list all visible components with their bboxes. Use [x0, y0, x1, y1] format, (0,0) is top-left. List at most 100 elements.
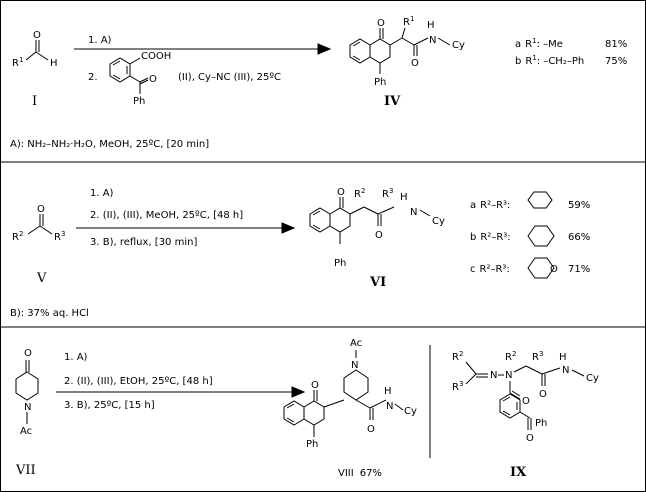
ketone-reactant: R2 O R3 V: [12, 204, 65, 286]
bond: [25, 51, 37, 61]
r3-text: R: [452, 382, 459, 393]
compound-label-IX: IX: [510, 465, 527, 480]
amide-n: N: [562, 365, 569, 376]
ph-group: Ph: [133, 96, 145, 107]
aldehyde-reactant: R1 O H I: [12, 30, 58, 109]
svg-text:R2: R2: [452, 350, 463, 363]
variant-sup: 1: [532, 37, 536, 45]
variant-group: : –CH₂–Ph: [537, 56, 584, 67]
cy-group: Cy: [452, 40, 465, 51]
piperidine-ring: [15, 371, 39, 401]
amide-n-core: N: [505, 370, 512, 381]
r1-sup: 1: [19, 56, 23, 64]
product-VI-structure: O Ph R2 R3 O H N Cy: [309, 187, 445, 269]
variant-group: : –Me: [537, 39, 563, 50]
svg-text:aR1: –Me: aR1: –Me: [515, 37, 563, 50]
imine-n: N: [490, 370, 497, 381]
scheme-1: R1 O H I 1. A) 2. COOH O Ph: [12, 15, 627, 109]
condition-A-note: A): NH₂–NH₂·H₂O, MeOH, 25ºC, [20 min]: [10, 139, 209, 150]
variant-yield: 71%: [568, 264, 590, 275]
compound-label-VII: VII: [15, 463, 36, 478]
ring-n: N: [24, 402, 31, 413]
cooh-group: COOH: [141, 51, 171, 62]
scheme1-step1: 1. A): [88, 35, 112, 46]
benzo-ring: [349, 38, 371, 64]
compound-label-VI: VI: [369, 275, 386, 290]
bond: [35, 51, 49, 61]
r2-text: R: [505, 352, 512, 363]
ring-n: N: [351, 360, 358, 371]
ac-group: Ac: [350, 338, 362, 349]
r2-sup: 2: [19, 230, 23, 238]
svg-text:R2: R2: [354, 187, 365, 200]
variant-yield: 66%: [568, 232, 590, 243]
amide-o: O: [367, 424, 375, 435]
amide-h: H: [559, 352, 567, 363]
r3-sup: 3: [389, 187, 393, 195]
scheme3-step3: 3. B), 25ºC, [15 h]: [64, 400, 155, 411]
r2-sup: 2: [512, 350, 516, 358]
scheme3-step1: 1. A): [64, 352, 88, 363]
arrowhead: [317, 43, 332, 55]
ketone-o: O: [24, 348, 32, 359]
r2-sup: 2: [361, 187, 365, 195]
scheme-3: O N Ac VII 1. A) 2. (II), (III), EtOH, 2…: [15, 338, 599, 480]
variant-letter: b: [470, 232, 476, 243]
r2-text: R: [12, 232, 19, 243]
amide-h: H: [400, 192, 408, 203]
amide-n: N: [429, 35, 436, 46]
variant-label: R²–R³:: [480, 200, 510, 211]
svg-text:aR²–R³:: a R²–R³:: [470, 200, 510, 211]
piperidone-reactant: O N Ac VII: [15, 348, 39, 478]
amide-h: H: [427, 20, 435, 31]
scheme-2: R2 O R3 V 1. A) 2. (II), (III), MeOH, 25…: [12, 187, 590, 290]
ph-group: Ph: [374, 77, 386, 88]
variant-yield: 75%: [605, 56, 627, 67]
ring-o: O: [550, 264, 558, 275]
carbonyl-o: O: [337, 187, 345, 198]
cyclopentane-icon: [527, 191, 553, 209]
product-VIII-structure: Ac N O Ph O H N Cy: [283, 338, 417, 450]
svg-text:R1: R1: [403, 15, 414, 28]
svg-text:R2: R2: [12, 230, 23, 243]
r1-text: R: [403, 17, 410, 28]
r3-text: R: [54, 232, 61, 243]
arrowhead: [281, 222, 296, 234]
scheme1-step2-num: 2.: [88, 72, 98, 83]
r3-sup: 3: [539, 350, 543, 358]
condition-B-note: B): 37% aq. HCl: [10, 308, 89, 319]
svg-text:R3: R3: [382, 187, 393, 200]
svg-text:R2: R2: [505, 350, 516, 363]
benzoyl-o: O: [522, 396, 530, 407]
r3-text: R: [532, 352, 539, 363]
svg-text:cR²–R³:: cR²–R³:: [470, 264, 510, 275]
svg-text:R3: R3: [532, 350, 543, 363]
scheme2-step1: 1. A): [90, 188, 114, 199]
amide-o: O: [411, 58, 419, 69]
variant-letter: a: [515, 39, 521, 50]
variant-letter: a: [470, 200, 476, 211]
carbonyl-o: O: [377, 18, 385, 29]
scheme2-step3: 3. B), reflux, [30 min]: [90, 237, 197, 248]
svg-text:R1: R1: [12, 56, 23, 69]
r2-text: R: [452, 352, 459, 363]
cy-group: Cy: [586, 373, 599, 384]
variant-label: R²–R³:: [480, 264, 510, 275]
aldehyde-h: H: [50, 58, 58, 69]
compound-label-IV: IV: [384, 94, 401, 109]
product-IV-structure: O Ph R1 O H N Cy: [349, 15, 465, 88]
ac-group: Ac: [20, 426, 32, 437]
scheme2-step2: 2. (II), (III), MeOH, 25ºC, [48 h]: [90, 210, 243, 221]
svg-text:bR1: –CH₂–Ph: bR1: –CH₂–Ph: [515, 54, 584, 67]
compound-label-I: I: [32, 94, 37, 109]
ketone-o: O: [526, 433, 534, 444]
ketone-o: O: [149, 74, 157, 85]
cy-group: Cy: [404, 406, 417, 417]
reagent-II-structure: COOH O Ph: [109, 51, 171, 107]
scheme1-step2-conditions: (II), Cy–NC (III), 25ºC: [178, 72, 281, 83]
aldehyde-o: O: [33, 30, 41, 41]
